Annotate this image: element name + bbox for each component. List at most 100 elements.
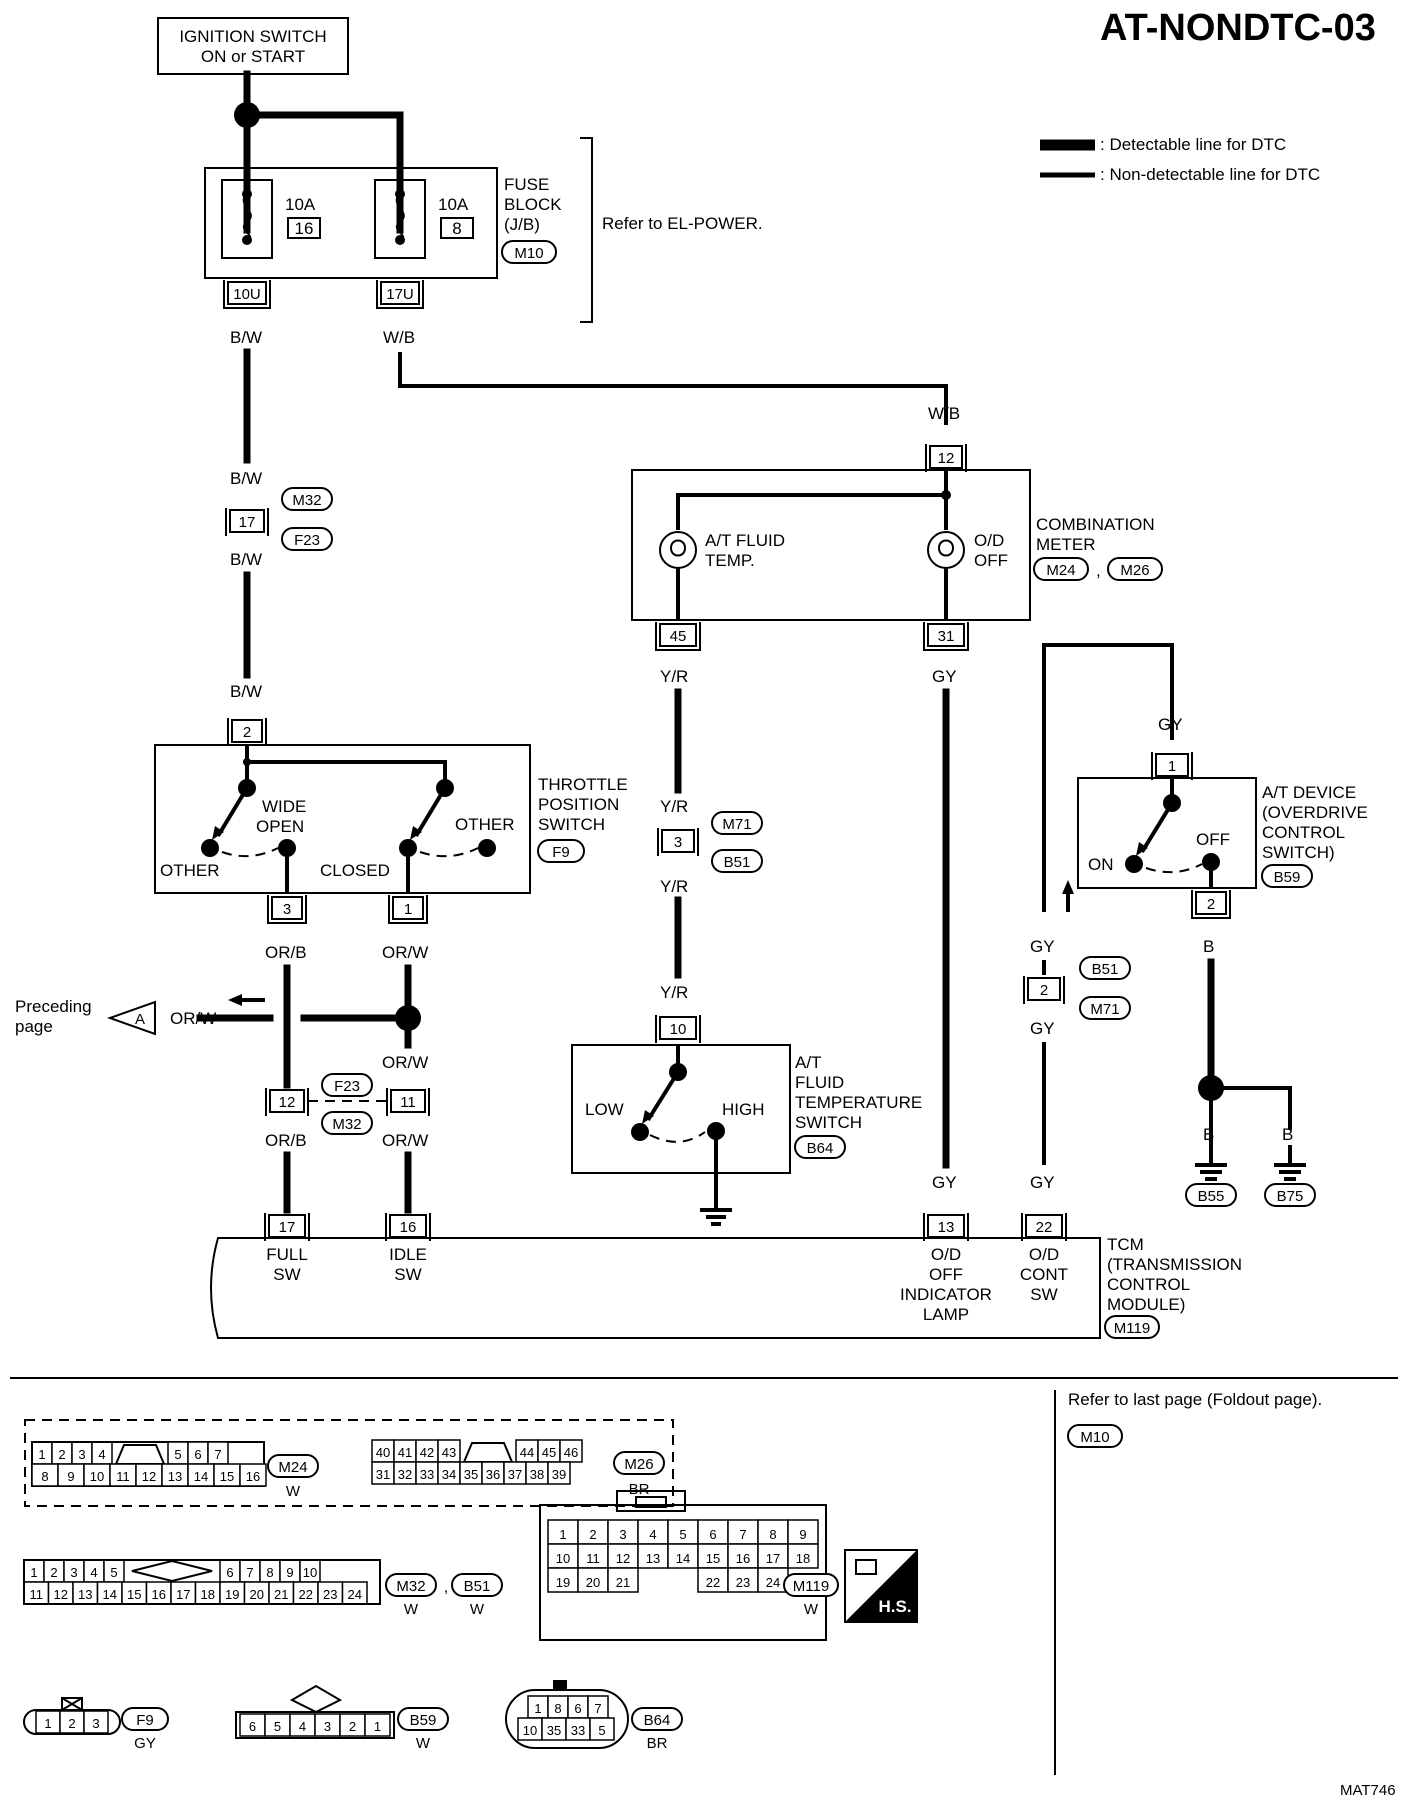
fuse-block-label-2: BLOCK (504, 195, 562, 214)
connector-m24-label: M24 (1046, 562, 1075, 579)
b59-color: W (416, 1735, 431, 1752)
fuse-8 (374, 179, 426, 259)
m26-face-label-oval (613, 1451, 665, 1475)
throttle-pin-2: 2 (243, 724, 251, 741)
throttle-pin-3: 3 (283, 901, 291, 918)
f9-pin-label: 3 (92, 1716, 99, 1731)
wire-color-yr-2: Y/R (660, 797, 688, 816)
m119-r3-cell (607, 1567, 639, 1593)
m119-r2-pin-label: 18 (796, 1551, 810, 1566)
fluid-switch-label-3: TEMPERATURE (795, 1093, 922, 1112)
b64-bottom-pin-label: 10 (523, 1723, 537, 1738)
connector-m32-label-2: M32 (332, 1116, 361, 1133)
wire-color-bw-4: B/W (230, 682, 262, 701)
meter-pin-12: 12 (938, 450, 955, 467)
refer-m10-label: M10 (1080, 1429, 1109, 1446)
m26-color: BR (629, 1481, 650, 1498)
throttle-output-circuits: OR/B OR/W OR/W A Preceding page OR/W 12 … (15, 943, 430, 1214)
throttle-position-switch: WIDE OPEN OTHER CLOSED OTHER THROTTLE PO… (154, 744, 628, 924)
meter-lamp1-label-1: A/T FLUID (705, 531, 785, 550)
m119-r1-pin-label: 1 (559, 1527, 566, 1542)
m32-face-label: M32 (396, 1578, 425, 1595)
b59-face-label-oval (397, 1707, 449, 1731)
m26-bottom-cell (547, 1461, 571, 1485)
wire-color-orw-1: OR/W (382, 943, 428, 962)
m26-bottom-pin-label: 38 (530, 1467, 544, 1482)
wire-color-b-2: B (1203, 1125, 1214, 1144)
fluid-switch-label-2: FLUID (795, 1073, 844, 1092)
m32-b51-comma: , (444, 1579, 448, 1596)
tcm-idle-sw-1: IDLE (389, 1245, 427, 1264)
splice-dot (234, 102, 260, 128)
b59-pin-label: 6 (249, 1719, 256, 1734)
fuse-16-number: 16 (295, 219, 314, 238)
m26-bottom-pin-label: 39 (552, 1467, 566, 1482)
combination-meter: A/T FLUID TEMP. O/D OFF COMBINATION METE… (631, 469, 1163, 651)
ignition-switch: IGNITION SWITCH ON or START (157, 17, 349, 75)
connector-f9-label: F9 (552, 844, 570, 861)
m119-r1-pin-label: 7 (739, 1527, 746, 1542)
tcm-od-lamp-2: OFF (929, 1265, 963, 1284)
m24-top-pin-label: 6 (194, 1447, 201, 1462)
m119-r1-pin-label: 5 (679, 1527, 686, 1542)
wire-color-wb-1: W/B (383, 328, 415, 347)
at-device-label-3: CONTROL (1262, 823, 1345, 842)
throttle-other-left: OTHER (160, 861, 220, 880)
b64-bottom-cell (589, 1717, 615, 1741)
legend: : Detectable line for DTC : Non-detectab… (1040, 135, 1320, 184)
m26-bottom-pin-label: 32 (398, 1467, 412, 1482)
at-device-label-1: A/T DEVICE (1262, 783, 1356, 802)
b64-top-pin-label: 7 (594, 1701, 601, 1716)
tcm-od-lamp-3: INDICATOR (900, 1285, 992, 1304)
b59-cell (364, 1713, 391, 1737)
fuse-block-label-1: FUSE (504, 175, 549, 194)
m24-top-pin-label: 3 (78, 1447, 85, 1462)
at-device-switch: GY 1 ON OFF A/T DEVICE (OVERDRIVE CONTRO… (1042, 643, 1368, 919)
m119-r1-pin-label: 4 (649, 1527, 656, 1542)
tcm-label-4: MODULE) (1107, 1295, 1185, 1314)
connector-b64-label: B64 (807, 1140, 834, 1157)
meter-pin-45: 45 (670, 628, 687, 645)
connector-m71-label-2: M71 (1090, 1001, 1119, 1018)
m32-top-pin-label: 4 (90, 1565, 97, 1580)
m119-r2-pin-label: 10 (556, 1551, 570, 1566)
m32-top-pin-label: 6 (226, 1565, 233, 1580)
m26-bottom-pin-label: 33 (420, 1467, 434, 1482)
wire-color-bw-3: B/W (230, 550, 262, 569)
m26-top-pin-label: 40 (376, 1445, 390, 1460)
at-device-label-4: SWITCH) (1262, 843, 1335, 862)
m24-bottom-pin-label: 15 (220, 1469, 234, 1484)
tcm-pin-22: 22 (1036, 1219, 1053, 1236)
m26-bottom-pin-label: 31 (376, 1467, 390, 1482)
m32-top-pin-label: 10 (303, 1565, 317, 1580)
m32-top-pin-label: 8 (266, 1565, 273, 1580)
m24-top-pin-label: 1 (38, 1447, 45, 1462)
connector-m32-label: M32 (292, 492, 321, 509)
ignition-label-1: IGNITION SWITCH (179, 27, 326, 46)
b51-face-label-oval (451, 1573, 503, 1597)
f9-color: GY (134, 1735, 156, 1752)
f9-latch (61, 1697, 83, 1711)
m26-top-pin-label: 41 (398, 1445, 412, 1460)
m119-r1-pin-label: 2 (589, 1527, 596, 1542)
meter-lamp2-label-1: O/D (974, 531, 1004, 550)
m119-r2-pin-label: 13 (646, 1551, 660, 1566)
m119-r2-cell (787, 1543, 819, 1569)
m24-face-label-oval (267, 1454, 319, 1478)
m32-top-pin-label: 2 (50, 1565, 57, 1580)
f9-face-label-oval (121, 1707, 169, 1731)
m24-bottom-pin-label: 16 (246, 1469, 260, 1484)
fluid-switch-label-1: A/T (795, 1053, 821, 1072)
b64-top-pin-label: 1 (534, 1701, 541, 1716)
m119-r2-pin-label: 14 (676, 1551, 690, 1566)
m32-bottom-pin-label: 21 (274, 1587, 288, 1602)
meter-pin-31: 31 (938, 628, 955, 645)
m26-top-pin-label: 44 (520, 1445, 534, 1460)
wire-color-b-1: B (1203, 937, 1214, 956)
wire-color-gy-4: GY (1030, 937, 1055, 956)
fluid-switch-label-4: SWITCH (795, 1113, 862, 1132)
gy-od-cont-circuit: GY 2 B51 M71 GY GY (1023, 937, 1131, 1192)
fuse-16-amps: 10A (285, 195, 316, 214)
